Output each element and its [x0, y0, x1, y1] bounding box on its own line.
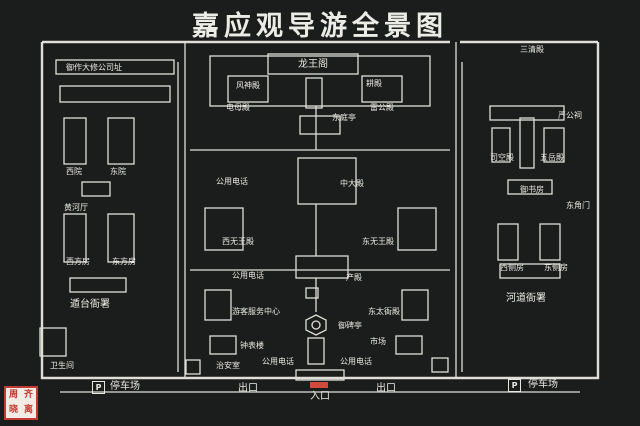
label-dongmen: 东角门	[566, 201, 590, 210]
label-dongtai: 东太衙殿	[368, 307, 400, 316]
label-dianmu: 电母殿	[226, 103, 250, 112]
main-gate-block	[267, 53, 359, 75]
parking-icon-right: P	[508, 379, 521, 392]
red-seal-stamp: 周齐 晓离	[4, 386, 38, 420]
label-dongting: 东庭亭	[332, 113, 356, 122]
label-dong-yuan: 东院	[110, 167, 126, 176]
outer-wall	[40, 42, 600, 380]
label-phone-b: 公用电话	[340, 357, 372, 366]
label-zhi-an: 治安室	[216, 361, 240, 370]
label-yubei: 御碑亭	[338, 321, 362, 330]
label-heshui: 河道衙署	[506, 293, 546, 304]
label-zhongbiao: 钟表楼	[240, 341, 264, 350]
label-xi-wang: 西无王殿	[222, 237, 254, 246]
label-gengdian: 耕殿	[366, 79, 382, 88]
label-yuzuo: 御作大修公司址	[66, 63, 122, 72]
label-phone-mid: 公用电话	[232, 271, 264, 280]
label-yuzhu: 御书房	[520, 185, 544, 194]
label-fengbo: 风神殿	[236, 81, 260, 90]
label-parking-left: 停车场	[110, 381, 140, 392]
label-weisheng: 卫生间	[50, 361, 74, 370]
label-exit-right: 出口	[376, 383, 396, 394]
label-xi-ce: 西侧房	[500, 263, 524, 272]
label-shichang: 市场	[370, 337, 386, 346]
label-wuyuan: 五岳殿	[540, 153, 564, 162]
label-yuntai: 遁台衙署	[70, 299, 110, 310]
label-leigong: 雷公殿	[370, 103, 394, 112]
label-xi-yuan: 西院	[66, 167, 82, 176]
label-dong-wang: 东无王殿	[362, 237, 394, 246]
label-phone-a: 公用电话	[262, 357, 294, 366]
label-exit-left: 出口	[238, 383, 258, 394]
label-dong-fang: 东方房	[112, 257, 136, 266]
label-phone-top: 公用电话	[216, 177, 248, 186]
label-yangong: 严公祠	[558, 111, 582, 120]
label-chanfang: 产殿	[346, 273, 362, 282]
label-entry: 入口	[310, 391, 330, 402]
label-longwang: 龙王阁	[298, 59, 328, 70]
label-zhongdian: 中大殿	[340, 179, 364, 188]
label-sanqing: 三清殿	[520, 45, 544, 54]
label-dong-ce: 东侧房	[544, 263, 568, 272]
label-parking-right: 停车场	[528, 379, 558, 390]
map-title: 嘉应观导游全景图	[192, 11, 448, 42]
label-huanggong: 黄河厅	[64, 203, 88, 212]
parking-icon-left: P	[92, 381, 105, 394]
yubei-pavilion	[305, 314, 327, 336]
label-youke: 游客服务中心	[232, 307, 280, 316]
label-sikong: 司空殿	[490, 153, 514, 162]
entry-marker	[310, 382, 328, 388]
label-xi-fang: 西方房	[66, 257, 90, 266]
